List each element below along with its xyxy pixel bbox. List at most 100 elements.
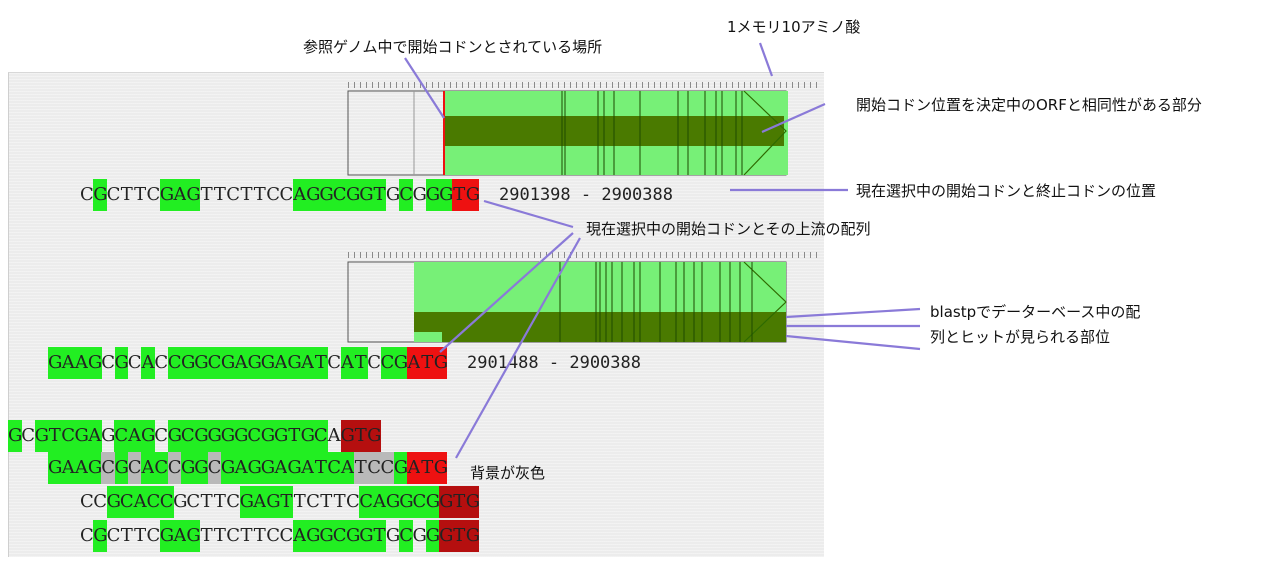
leader-scale [758,42,774,77]
nucleotide: A [61,347,76,379]
nucleotide: C [279,184,294,205]
orf-arrow [743,261,787,343]
nucleotide: G [101,425,116,446]
nucleotide: G [393,347,408,379]
nucleotide: C [180,420,195,452]
label-homology-region: 開始コドン位置を決定中のORFと相同性がある部分 [856,96,1202,114]
nucleotide: A [407,452,421,484]
nucleotide: C [93,491,108,512]
nucleotide: C [327,452,342,484]
nucleotide: T [240,184,253,205]
nucleotide: A [292,179,307,211]
nucleotide: T [314,452,328,484]
nucleotide: A [173,520,187,552]
nucleotide: G [287,347,302,379]
nucleotide: G [425,486,440,518]
nucleotide: T [333,491,346,512]
scale-ruler-middle [348,252,820,258]
nucleotide: G [465,520,480,552]
nucleotide: C [146,525,161,546]
nucleotide: C [226,491,241,512]
nucleotide: C [346,491,360,512]
nucleotide: G [367,420,381,452]
nucleotide: G [260,452,275,484]
label-blastp-hit-2: 列とヒットが見られる部位 [930,328,1111,346]
nucleotide: T [372,520,387,552]
leader-blastp-c [785,334,921,351]
nucleotide: T [213,525,226,546]
nucleotide: A [234,452,248,484]
nucleotide: G [234,420,248,452]
nucleotide: T [420,347,435,379]
nucleotide: G [87,347,102,379]
nucleotide: C [154,425,169,446]
nucleotide: C [399,520,413,552]
nucleotide: C [114,420,129,452]
nucleotide: T [240,525,253,546]
nucleotide: G [300,420,315,452]
nucleotide: T [47,420,62,452]
nucleotide: A [292,520,307,552]
nucleotide: C [167,347,182,379]
nucleotide: G [220,347,235,379]
nucleotide: A [407,347,421,379]
nucleotide: G [173,491,188,512]
nucleotide: G [319,179,334,211]
nucleotide: T [134,525,147,546]
label-gray-background: 背景が灰色 [470,464,546,482]
nucleotide: G [48,452,62,484]
leader-upstream-c [455,237,581,459]
nucleotide: G [465,179,480,211]
leader-homology [761,102,826,134]
nucleotide: T [120,525,133,546]
nucleotide: G [207,420,222,452]
nucleotide: G [306,520,320,552]
nucleotide: G [220,452,235,484]
nucleotide: C [247,420,262,452]
hit-region-small [414,332,442,342]
nucleotide: G [359,179,374,211]
nucleotide: C [313,420,328,452]
label-current-position: 現在選択中の開始コドンと終止コドンの位置 [856,182,1157,200]
nucleotide: C [186,491,201,512]
nucleotide: G [186,179,201,211]
nucleotide: G [87,452,102,484]
nucleotide: A [74,347,89,379]
nucleotide: C [106,184,121,205]
coordinates-middle: 2901488 - 2900388 [467,353,641,373]
nucleotide: C [119,486,134,518]
nucleotide: G [425,179,440,211]
nucleotide: A [141,452,155,484]
nucleotide: C [21,425,36,446]
label-current-upstream: 現在選択中の開始コドンとその上流の配列 [586,220,871,238]
leader-blastp-a [785,307,921,319]
nucleotide: A [252,486,267,518]
nucleotide: C [367,352,381,373]
nucleotide: C [226,525,241,546]
nucleotide: G [8,420,22,452]
nucleotide: C [101,352,115,373]
nucleotide: G [247,452,262,484]
nucleotide: C [146,184,161,205]
nucleotide: G [266,486,281,518]
nucleotide: C [101,452,115,484]
nucleotide: A [372,486,387,518]
nucleotide: C [367,452,381,484]
nucleotide: G [319,520,334,552]
orf-arrow [743,90,787,176]
nucleotide: T [279,486,294,518]
nucleotide: A [300,347,315,379]
nucleotide: A [274,452,288,484]
nucleotide: T [452,486,467,518]
label-scale: 1メモリ10アミノ酸 [727,18,861,36]
orf-bar-middle [347,261,787,343]
nucleotide: A [61,452,76,484]
nucleotide: G [340,420,355,452]
nucleotide: G [93,179,108,211]
nucleotide: C [61,420,75,452]
nucleotide: A [74,452,89,484]
nucleotide: A [274,347,288,379]
nucleotide: T [452,520,467,552]
